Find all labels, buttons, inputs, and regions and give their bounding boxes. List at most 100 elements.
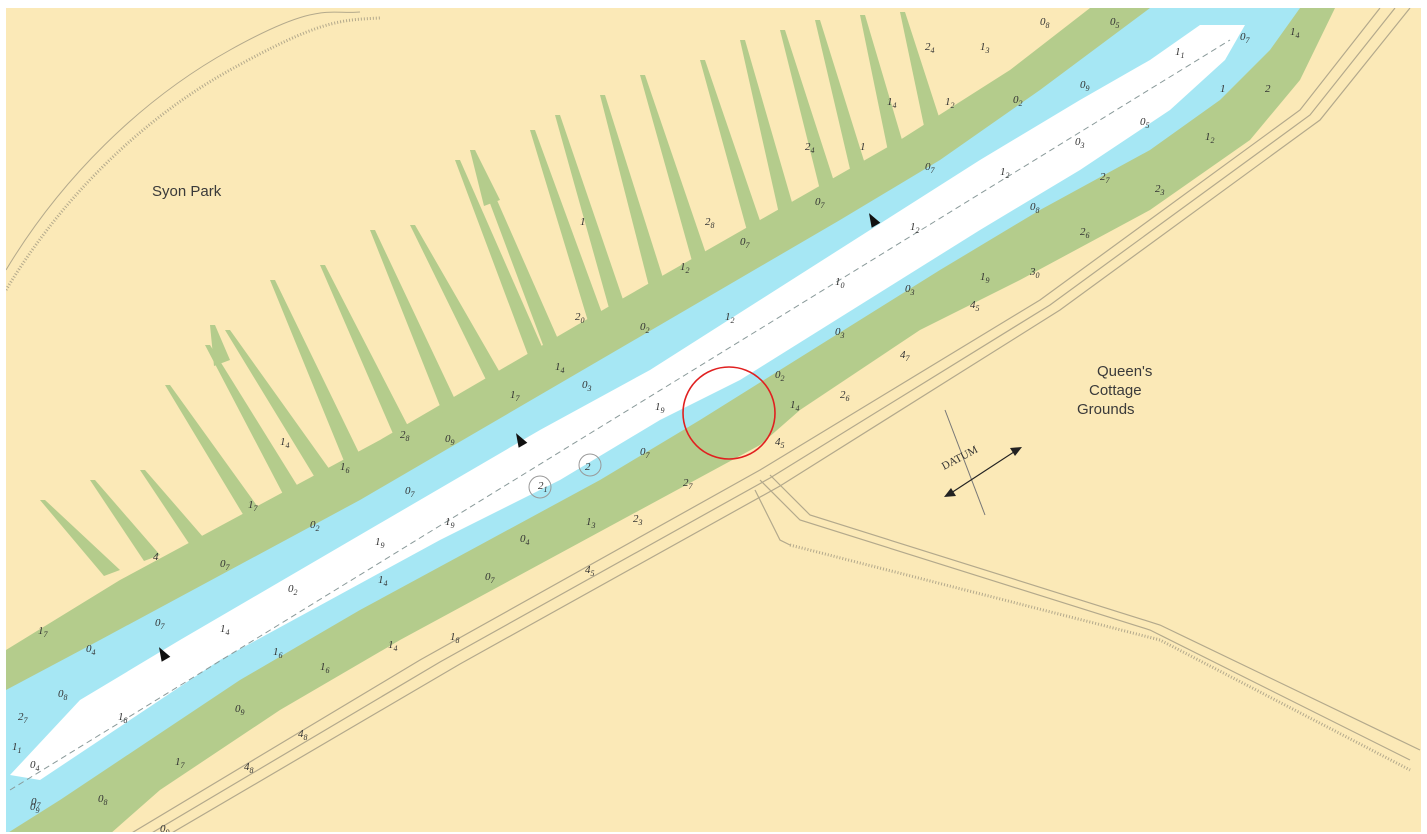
depth-sounding: 14 (1290, 26, 1300, 40)
bank-finger (40, 500, 120, 576)
roads (132, 8, 1421, 832)
bank-finger (900, 12, 940, 126)
depth-sounding: 14 (280, 436, 290, 450)
depth-sounding: 04 (86, 643, 96, 657)
bank-finger (320, 265, 410, 436)
bank-fingers (40, 12, 940, 576)
depth-sounding: 28 (400, 429, 410, 443)
bank-finger (860, 15, 905, 156)
bank-finger (225, 330, 330, 476)
depth-sounding: 4 (153, 551, 159, 563)
depth-sounding: 04 (30, 759, 40, 773)
depth-sounding: 2 (585, 461, 591, 473)
depth-sounding: 08 (98, 793, 108, 807)
depth-sounding: 19 (980, 271, 990, 285)
depth-sounding: 24 (805, 141, 815, 155)
bank-finger (815, 20, 870, 186)
depth-sounding: 47 (900, 349, 911, 363)
depth-sounding: 17 (248, 499, 259, 513)
depth-sounding: 27 (1100, 171, 1111, 185)
depth-sounding: 02 (640, 321, 650, 335)
depth-sounding: 07 (405, 485, 416, 499)
depth-sounding: 07 (640, 446, 651, 460)
depth-sounding: 02 (1013, 94, 1023, 108)
depth-sounding: 18 (450, 631, 460, 645)
arrow-marker-icon (159, 647, 171, 662)
bank-finger (470, 150, 500, 206)
road-line (172, 8, 1411, 832)
depth-sounding: 07 (155, 617, 166, 631)
depth-sounding: 07 (815, 196, 826, 210)
bank-finger (740, 40, 800, 236)
depth-sounding: 16 (273, 646, 283, 660)
depth-sounding: 26 (1080, 226, 1090, 240)
bank-finger (555, 115, 630, 326)
bank-finger (270, 280, 360, 461)
depth-sounding: 02 (775, 369, 785, 383)
depth-sounding: 2 (1265, 83, 1271, 95)
depth-sounding: 07 (1240, 31, 1251, 45)
depth-sounding: 03 (1075, 136, 1085, 150)
depth-sounding: 14 (220, 623, 230, 637)
depth-sounding: 20 (575, 311, 585, 325)
road-line (754, 489, 791, 546)
depth-sounding: 30 (1029, 266, 1040, 280)
depth-sounding: 07 (31, 796, 42, 810)
depth-sounding: 19 (445, 516, 455, 530)
place-label-syon-park: Syon Park (152, 183, 222, 200)
depth-sounding: 18 (118, 711, 128, 725)
depth-sounding: 14 (388, 639, 398, 653)
buoy-mark (578, 453, 602, 477)
depth-sounding: 14 (887, 96, 897, 110)
depth-sounding: 07 (740, 236, 751, 250)
navigation-channel (10, 25, 1245, 780)
bank-finger (140, 470, 210, 551)
depth-sounding: 28 (705, 216, 715, 230)
depth-sounding: 03 (905, 283, 915, 297)
depth-sounding: 08 (58, 688, 68, 702)
depth-sounding: 19 (375, 536, 385, 550)
place-label-queens-3: Grounds (1077, 401, 1135, 418)
bank-finger (165, 385, 260, 516)
bank-finger (90, 480, 160, 561)
depth-sounding: 48 (298, 728, 308, 742)
place-label-queens-1: Queen's (1097, 363, 1152, 380)
road-line (132, 8, 1381, 832)
depth-sounding: 23 (633, 513, 643, 527)
depth-sounding: 45 (585, 564, 595, 578)
depth-sounding: 27 (683, 477, 694, 491)
depth-sounding: 12 (910, 221, 920, 235)
depth-sounding: 02 (288, 583, 298, 597)
depth-sounding: 23 (1155, 183, 1165, 197)
depth-sounding: 1 (1220, 83, 1226, 95)
depth-sounding: 14 (790, 399, 800, 413)
depth-sounding: 45 (775, 436, 785, 450)
depth-sounding: 21 (538, 480, 548, 494)
depth-sounding: 45 (970, 299, 980, 313)
double-arrow-icon (944, 488, 956, 497)
depth-sounding: 16 (320, 661, 330, 675)
depth-sounding: 04 (520, 533, 530, 547)
depth-sounding: 12 (1205, 131, 1215, 145)
road-line (769, 474, 1421, 751)
depth-sounding: 12 (725, 311, 735, 325)
depth-sounding: 07 (485, 571, 496, 585)
bank-finger (780, 30, 840, 206)
depth-sounding: 12 (680, 261, 690, 275)
bank-finger (210, 325, 230, 366)
depth-sounding: 10 (835, 276, 845, 290)
bank-finger (600, 95, 670, 306)
highlight-circle (682, 366, 776, 460)
depth-sounding: 17 (38, 625, 49, 639)
park-boundary (6, 16, 381, 291)
channel-centerline (9, 39, 1231, 791)
depth-sounding: 07 (925, 161, 936, 175)
depth-sounding: 12 (945, 96, 955, 110)
depth-sounding: 08 (1040, 16, 1050, 30)
depth-sounding: 02 (310, 519, 320, 533)
depth-sounding: 11 (12, 741, 22, 755)
depth-sounding: 24 (925, 41, 935, 55)
depth-sounding: 08 (1030, 201, 1040, 215)
